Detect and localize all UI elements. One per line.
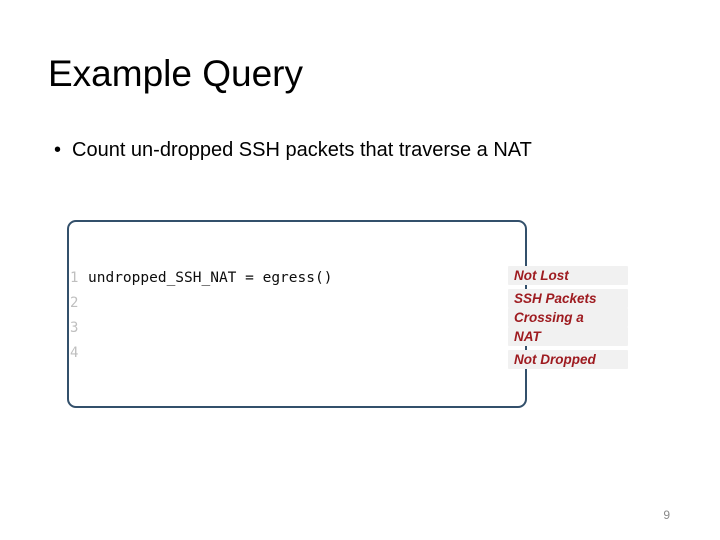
page-title: Example Query: [48, 53, 303, 94]
code-line-row: 1 undropped_SSH_NAT = egress(): [70, 266, 520, 291]
bullet-list: • Count un-dropped SSH packets that trav…: [54, 136, 674, 164]
annotation-group: SSH Packets Crossing a NAT: [508, 289, 628, 346]
code-line-row: 4: [70, 341, 520, 366]
code-editor-lines: 1 undropped_SSH_NAT = egress() 2 3 4: [70, 266, 520, 366]
bullet-text: Count un-dropped SSH packets that traver…: [72, 139, 532, 161]
annotation-callout: Not Lost SSH Packets Crossing a NAT Not …: [508, 266, 628, 369]
annotation-group: Not Lost: [508, 266, 628, 285]
code-line-row: 2: [70, 291, 520, 316]
annotation-group: Not Dropped: [508, 350, 628, 369]
line-number: 1: [70, 270, 79, 286]
bullet-marker-icon: •: [54, 139, 62, 161]
list-item: • Count un-dropped SSH packets that trav…: [54, 136, 674, 164]
annotation-text: Not Dropped: [508, 350, 628, 369]
line-number: 2: [70, 295, 79, 311]
annotation-text: SSH Packets: [508, 289, 628, 308]
annotation-text: Not Lost: [508, 266, 628, 285]
line-number: 3: [70, 320, 79, 336]
code-line-text[interactable]: undropped_SSH_NAT = egress(): [88, 270, 333, 286]
annotation-text: NAT: [508, 327, 628, 346]
page-number: 9: [663, 508, 670, 522]
annotation-text: Crossing a: [508, 308, 628, 327]
code-line-row: 3: [70, 316, 520, 341]
line-number: 4: [70, 345, 79, 361]
